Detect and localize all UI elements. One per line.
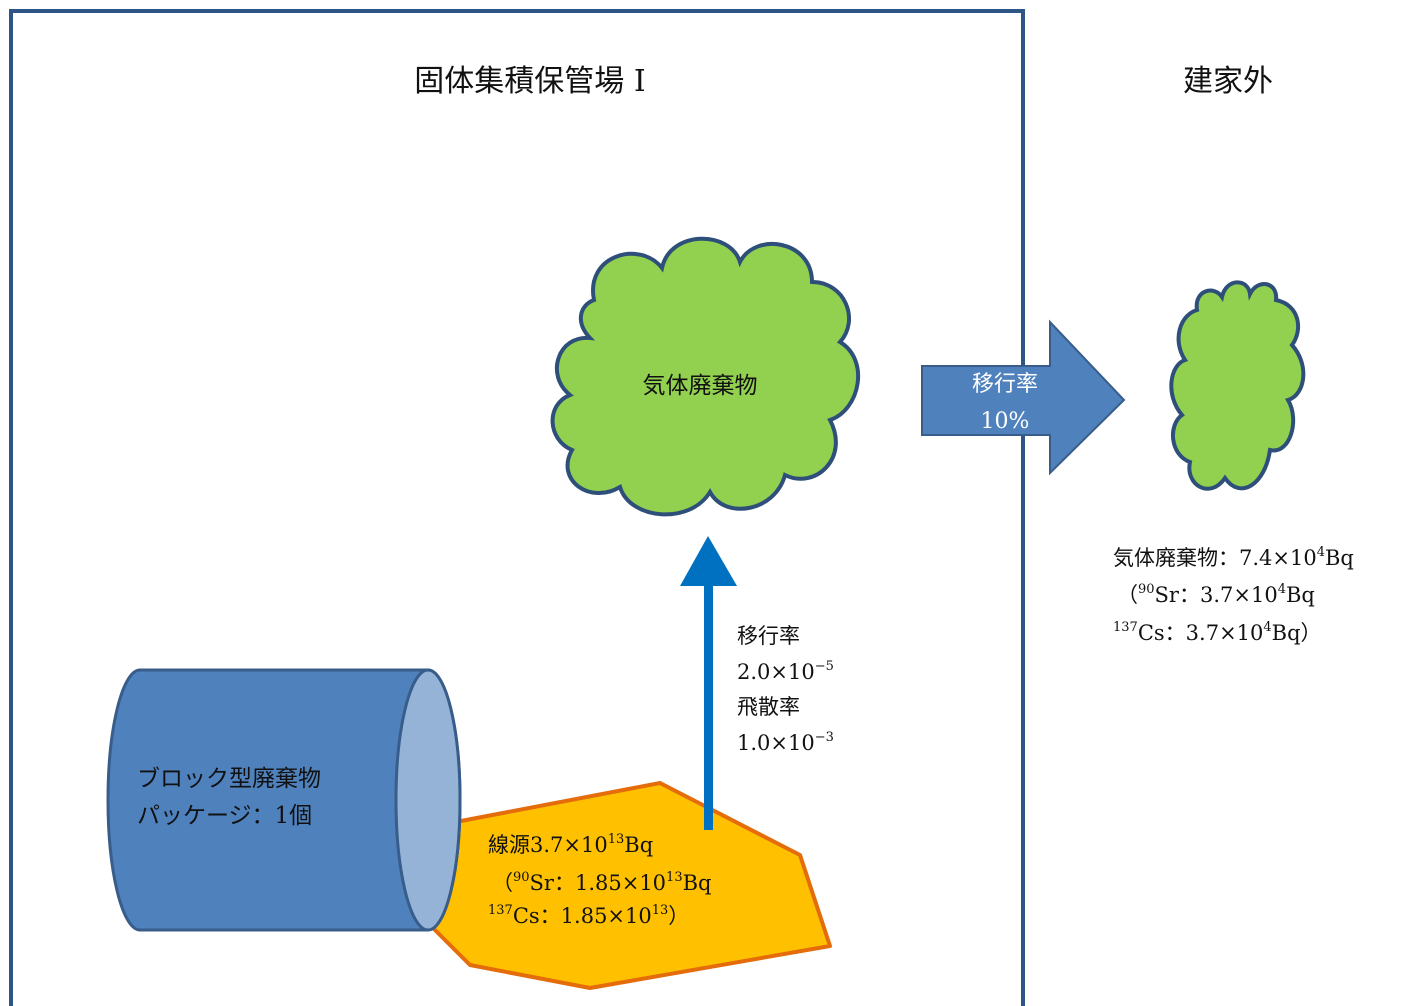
source-activity-line1: 線源3.7×1013Bq — [488, 832, 653, 857]
transfer-rate-value: 2.0×10−5 — [737, 659, 834, 684]
vertical-arrow-shaft — [704, 582, 713, 830]
vertical-arrow-head — [680, 536, 737, 586]
building-label: 固体集積保管場 I — [414, 64, 645, 99]
released-total-text: 気体廃棄物：7.4×10 — [1113, 546, 1317, 570]
released-total-unit: Bq — [1325, 546, 1354, 570]
released-cs-text: Cs：3.7×10 — [1138, 621, 1264, 645]
gas-waste-label: 気体廃棄物 — [643, 373, 758, 399]
vertical-transfer-arrow — [680, 536, 737, 830]
released-activity-line3: 137Cs：3.7×104Bq） — [1113, 620, 1322, 645]
scatter-rate-label: 飛散率 — [737, 695, 800, 719]
released-sr-unit: Bq — [1286, 583, 1315, 607]
released-total-exponent: 4 — [1317, 545, 1325, 560]
package-label-line2: パッケージ：1個 — [137, 803, 312, 829]
waste-drum — [106, 668, 462, 932]
released-cs-unit: Bq） — [1272, 621, 1322, 645]
source-sr-unit: Bq — [683, 871, 712, 895]
transfer-rate-base: 2.0×10 — [737, 660, 815, 684]
scatter-rate-value: 1.0×10−3 — [737, 730, 834, 755]
package-label-line1: ブロック型廃棄物 — [137, 766, 321, 792]
source-cs-exponent: 13 — [652, 903, 669, 918]
horizontal-transfer-arrow: 移行率 10% — [921, 319, 1126, 476]
source-cs-text: Cs：1.85×10 — [513, 904, 652, 928]
building-boundary — [9, 9, 1025, 1006]
source-total-unit: Bq — [624, 833, 653, 857]
source-sr-exponent: 13 — [666, 870, 683, 885]
released-cs-exponent: 4 — [1263, 620, 1271, 635]
released-sr-exponent: 4 — [1278, 582, 1286, 597]
released-activity-line1: 気体廃棄物：7.4×104Bq — [1113, 545, 1354, 570]
released-cs-mass: 137 — [1113, 620, 1138, 635]
source-activity-line3: 137Cs：1.85×1013） — [488, 903, 689, 928]
source-total-text: 線源3.7×10 — [488, 833, 608, 857]
gas-waste-cloud: 気体廃棄物 — [550, 236, 860, 517]
gas-waste-cloud-outline — [550, 236, 860, 517]
horizontal-transfer-value: 10% — [981, 409, 1030, 434]
source-activity-line2: （90Sr：1.85×1013Bq — [492, 870, 711, 895]
released-sr-text: Sr：3.7×10 — [1155, 583, 1278, 607]
released-gas-cloud — [1169, 280, 1306, 491]
source-cs-mass: 137 — [488, 903, 513, 918]
drum-face — [394, 668, 462, 932]
released-sr-mass: 90 — [1138, 582, 1155, 597]
transfer-rate-label: 移行率 — [737, 624, 800, 648]
scatter-rate-base: 1.0×10 — [737, 731, 815, 755]
horizontal-arrow-shape — [921, 319, 1126, 476]
released-activity-line2: （90Sr：3.7×104Bq — [1117, 582, 1315, 607]
horizontal-transfer-label: 移行率 — [972, 372, 1038, 397]
source-cs-close: ） — [668, 904, 689, 928]
source-sr-paren: （ — [492, 871, 513, 895]
outside-label: 建家外 — [1183, 64, 1273, 99]
source-sr-mass: 90 — [513, 870, 530, 885]
released-sr-paren: （ — [1117, 583, 1138, 607]
transfer-rate-exponent: −5 — [815, 659, 834, 674]
scatter-rate-exponent: −3 — [815, 730, 834, 745]
source-total-exponent: 13 — [608, 832, 625, 847]
source-sr-text: Sr：1.85×10 — [530, 871, 667, 895]
